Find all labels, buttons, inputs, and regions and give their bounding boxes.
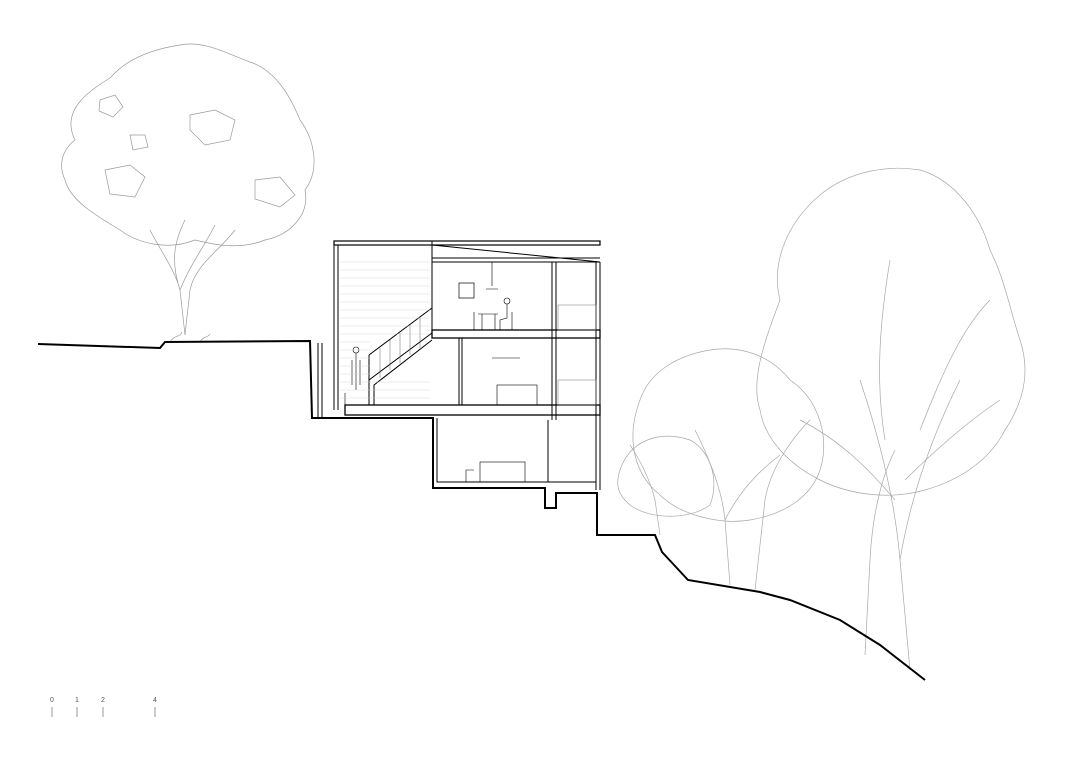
scale-label-2: 2 xyxy=(101,697,105,704)
brick-wall xyxy=(340,261,430,399)
scale-label-0: 0 xyxy=(50,697,54,704)
tree-left xyxy=(61,43,315,343)
ground-line xyxy=(37,339,926,681)
scale-label-1: 1 xyxy=(75,697,79,704)
scale-label-4: 4 xyxy=(153,697,157,704)
building-section xyxy=(317,240,601,490)
scale-bar xyxy=(51,707,156,717)
trees-right xyxy=(617,167,1026,671)
